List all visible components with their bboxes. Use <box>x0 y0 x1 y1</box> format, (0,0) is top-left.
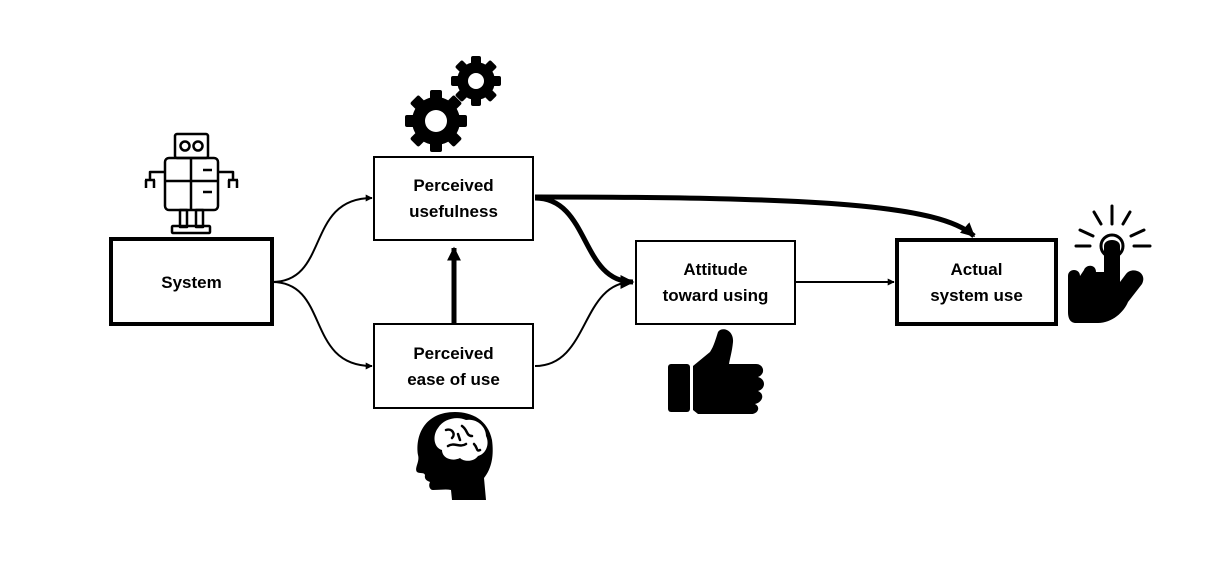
tap-finger-icon <box>1068 204 1152 323</box>
system-to-usefulness-connector <box>271 194 373 283</box>
gears-icon <box>405 56 501 152</box>
use-box: Actual system use <box>895 238 1058 326</box>
ease-box: Perceived ease of use <box>373 323 534 409</box>
thumbs-up-icon <box>668 329 764 414</box>
ease-to-attitude-connector <box>534 278 634 367</box>
usefulness-label-line1: Perceived <box>413 176 493 195</box>
system-label: System <box>161 273 221 292</box>
usefulness-box: Perceived usefulness <box>373 156 534 241</box>
system-to-ease-connector <box>271 281 373 370</box>
usefulness-to-attitude-arrow <box>534 195 635 289</box>
attitude-label-line1: Attitude <box>683 260 747 279</box>
attitude-label-line2: toward using <box>663 286 769 305</box>
system-box: System <box>109 237 274 326</box>
robot-icon <box>144 132 239 235</box>
usefulness-label-line2: usefulness <box>409 202 498 221</box>
connectors <box>271 194 976 370</box>
use-label-line1: Actual <box>951 260 1003 279</box>
ease-label-line2: ease of use <box>407 370 500 389</box>
attitude-box: Attitude toward using <box>635 240 796 325</box>
ease-label-line1: Perceived <box>413 344 493 363</box>
use-label-line2: system use <box>930 286 1023 305</box>
brain-head-icon <box>416 412 493 500</box>
usefulness-to-use-arrow <box>534 194 976 238</box>
